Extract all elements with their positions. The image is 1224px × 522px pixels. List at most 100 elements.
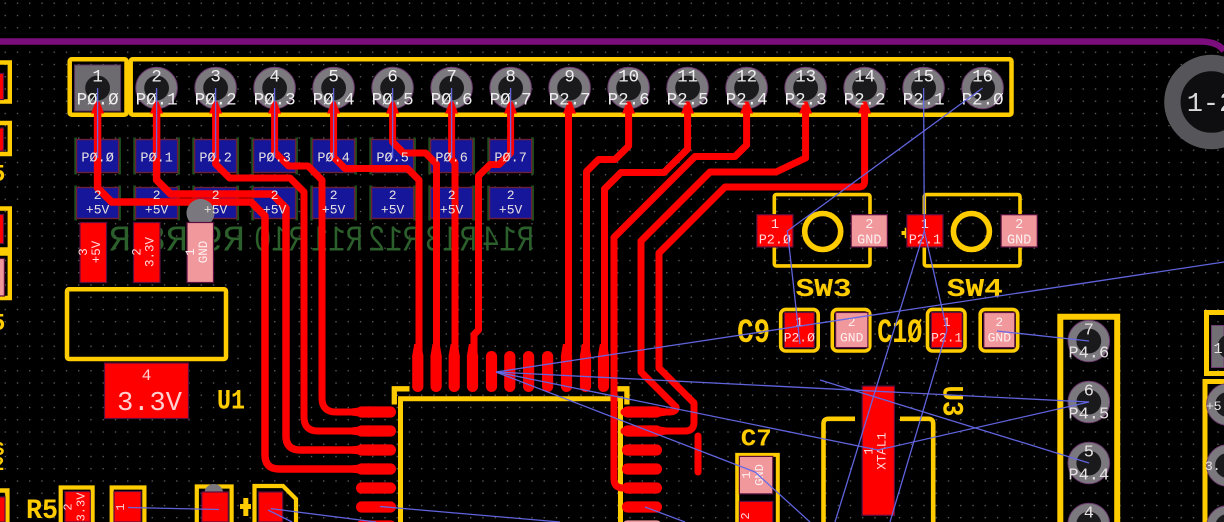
svg-text:P2.2: P2.2 bbox=[844, 91, 886, 111]
svg-text:3: 3 bbox=[210, 68, 221, 88]
svg-text:PØ.7: PØ.7 bbox=[494, 152, 526, 167]
svg-text:GND: GND bbox=[988, 331, 1012, 346]
svg-text:2: 2 bbox=[1015, 218, 1023, 233]
svg-text:9: 9 bbox=[564, 68, 575, 88]
svg-text:1: 1 bbox=[184, 248, 198, 256]
svg-text:P2.5: P2.5 bbox=[667, 91, 709, 111]
svg-text:2: 2 bbox=[62, 503, 76, 510]
svg-text:P2.1: P2.1 bbox=[909, 234, 941, 249]
svg-text:7: 7 bbox=[446, 68, 457, 88]
svg-text:8: 8 bbox=[505, 68, 516, 88]
svg-text:5: 5 bbox=[0, 162, 5, 189]
svg-text:+5V: +5V bbox=[90, 240, 104, 263]
svg-text:1-2: 1-2 bbox=[1187, 90, 1224, 120]
svg-text:GND: GND bbox=[753, 464, 767, 486]
svg-text:P2.Ø: P2.Ø bbox=[759, 234, 791, 249]
svg-text:PØ.2: PØ.2 bbox=[199, 152, 231, 167]
svg-text:11: 11 bbox=[677, 68, 698, 88]
svg-text:2: 2 bbox=[271, 188, 279, 203]
svg-text:+5V: +5V bbox=[322, 203, 346, 218]
svg-text:PØ.3: PØ.3 bbox=[258, 152, 290, 167]
svg-text:3.: 3. bbox=[1205, 459, 1221, 474]
svg-text:2: 2 bbox=[330, 188, 338, 203]
svg-text:GND: GND bbox=[197, 241, 211, 264]
svg-text:7: 7 bbox=[1084, 322, 1094, 341]
svg-text:5: 5 bbox=[1084, 444, 1094, 463]
svg-text:P4.5: P4.5 bbox=[1068, 406, 1109, 425]
svg-text:3.3V: 3.3V bbox=[75, 492, 89, 522]
svg-text:R5: R5 bbox=[26, 496, 58, 522]
svg-text:1: 1 bbox=[1213, 341, 1222, 358]
svg-text:P2.7: P2.7 bbox=[549, 91, 591, 111]
svg-text:R14: R14 bbox=[482, 221, 534, 262]
svg-text:2: 2 bbox=[212, 188, 220, 203]
svg-text:15: 15 bbox=[913, 68, 934, 88]
svg-text:2: 2 bbox=[848, 315, 856, 330]
svg-text:1: 1 bbox=[114, 503, 128, 510]
svg-text:+5V: +5V bbox=[440, 203, 464, 218]
svg-text:+5V: +5V bbox=[499, 203, 523, 218]
svg-text:2: 2 bbox=[0, 454, 4, 476]
svg-text:3.3V: 3.3V bbox=[144, 237, 158, 268]
svg-text:GND: GND bbox=[840, 331, 864, 346]
svg-text:+5V: +5V bbox=[263, 203, 287, 218]
svg-text:2: 2 bbox=[131, 248, 145, 256]
svg-text:13: 13 bbox=[795, 68, 816, 88]
svg-text:C9: C9 bbox=[737, 315, 770, 353]
svg-text:P4.6: P4.6 bbox=[1068, 345, 1109, 364]
svg-text:2: 2 bbox=[995, 315, 1003, 330]
svg-text:1: 1 bbox=[862, 447, 876, 455]
svg-text:4: 4 bbox=[1084, 505, 1094, 522]
svg-text:2: 2 bbox=[151, 68, 162, 88]
svg-text:SW3: SW3 bbox=[796, 274, 852, 304]
svg-text:2: 2 bbox=[448, 188, 456, 203]
svg-text:+5V: +5V bbox=[86, 203, 110, 218]
svg-text:P2.6: P2.6 bbox=[608, 91, 650, 111]
svg-text:+5V: +5V bbox=[381, 203, 405, 218]
svg-text:2: 2 bbox=[389, 188, 397, 203]
svg-text:1: 1 bbox=[771, 218, 779, 233]
svg-text:C1Ø: C1Ø bbox=[877, 315, 922, 353]
svg-text:P2.4: P2.4 bbox=[726, 91, 768, 111]
svg-text:4: 4 bbox=[269, 68, 280, 88]
svg-text:P2.1: P2.1 bbox=[931, 331, 962, 346]
svg-text:12: 12 bbox=[736, 68, 757, 88]
svg-text:P2.Ø: P2.Ø bbox=[962, 91, 1004, 111]
svg-text:GND: GND bbox=[1007, 234, 1031, 249]
svg-text:S: S bbox=[0, 439, 4, 461]
svg-text:16: 16 bbox=[972, 68, 993, 88]
svg-text:10: 10 bbox=[618, 68, 639, 88]
svg-text:P2.3: P2.3 bbox=[785, 91, 827, 111]
svg-text:1: 1 bbox=[92, 68, 103, 88]
svg-text:+5V: +5V bbox=[204, 203, 228, 218]
svg-text:1: 1 bbox=[740, 471, 754, 478]
svg-text:PØ.Ø: PØ.Ø bbox=[81, 152, 113, 167]
svg-text:+5: +5 bbox=[1206, 399, 1222, 414]
svg-text:R12: R12 bbox=[368, 221, 420, 262]
svg-text:4: 4 bbox=[142, 367, 152, 385]
svg-text:3: 3 bbox=[77, 248, 91, 256]
svg-text:P4.4: P4.4 bbox=[1068, 467, 1109, 486]
svg-text:2: 2 bbox=[865, 218, 873, 233]
svg-text:5: 5 bbox=[328, 68, 339, 88]
svg-text:XTAL1: XTAL1 bbox=[875, 432, 889, 470]
svg-text:2: 2 bbox=[739, 512, 753, 519]
svg-text:1: 1 bbox=[795, 315, 803, 330]
svg-text:+5V: +5V bbox=[145, 203, 169, 218]
svg-text:14: 14 bbox=[854, 68, 875, 88]
svg-text:6: 6 bbox=[387, 68, 398, 88]
svg-text:PØ.5: PØ.5 bbox=[376, 152, 408, 167]
svg-text:2: 2 bbox=[507, 188, 515, 203]
svg-text:U1: U1 bbox=[217, 387, 245, 418]
svg-text:2: 2 bbox=[94, 188, 102, 203]
svg-text:PØ.1: PØ.1 bbox=[140, 152, 172, 167]
svg-text:PØ.6: PØ.6 bbox=[435, 152, 467, 167]
svg-text:GND: GND bbox=[857, 234, 881, 249]
svg-text:1: 1 bbox=[943, 315, 951, 330]
svg-text:6: 6 bbox=[1084, 383, 1094, 402]
svg-text:5: 5 bbox=[0, 311, 5, 338]
svg-text:C7: C7 bbox=[741, 427, 772, 454]
svg-text:R13: R13 bbox=[425, 221, 477, 262]
svg-text:3.3V: 3.3V bbox=[117, 389, 183, 419]
svg-text:PØ.4: PØ.4 bbox=[317, 152, 349, 167]
